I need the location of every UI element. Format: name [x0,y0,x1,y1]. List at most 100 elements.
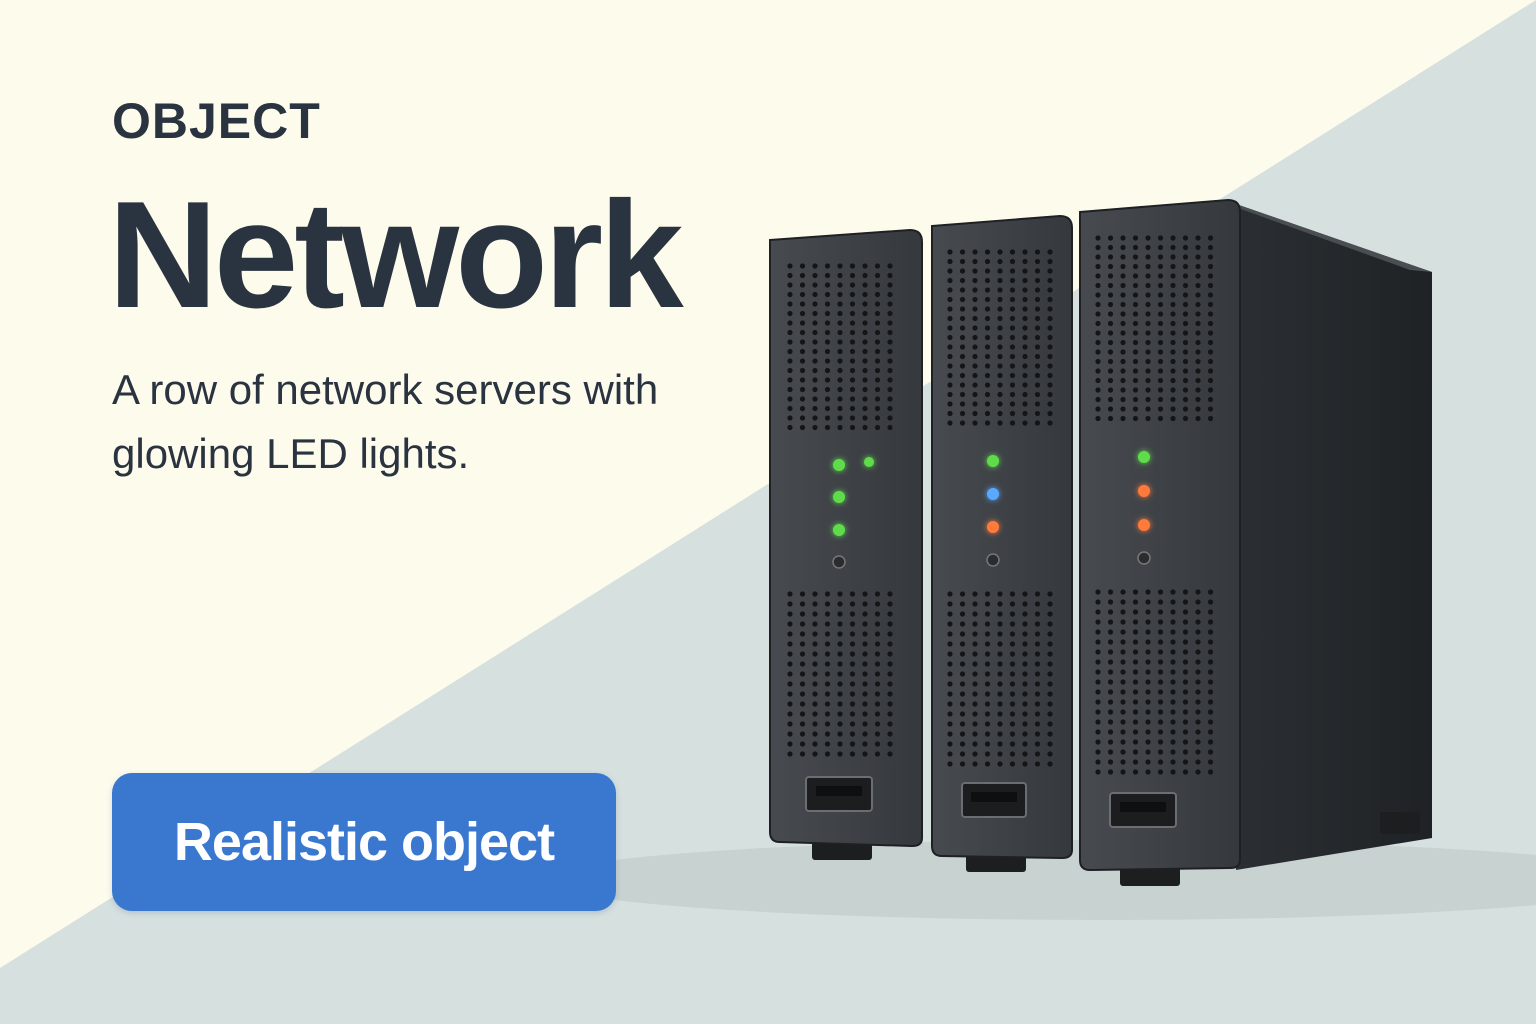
led-off [986,553,1000,567]
vent-hole [787,721,793,727]
vent-hole [1095,368,1101,374]
vent-hole [1120,349,1126,355]
vent-hole [887,611,893,617]
vent-hole [849,415,856,421]
vent-hole [1195,406,1201,412]
vent-hole [947,410,953,417]
vent-hole [1170,709,1176,715]
vent-hole [1195,669,1201,675]
vent-hole [1207,330,1214,336]
vent-hole [1170,273,1176,279]
vent-hole [824,377,831,383]
vent-hole [1095,619,1101,625]
vent-hole [1047,372,1053,379]
vent-hole [984,711,991,717]
vent-hole [1022,641,1028,647]
vent-hole [1170,739,1176,745]
vent-hole [972,681,978,687]
vent-hole [1207,769,1214,775]
vent-hole [862,671,868,677]
vent-hole [1132,254,1139,260]
vent-hole [837,741,843,747]
vent-hole [849,601,856,607]
vent-hole [887,301,893,307]
vent-hole [1120,699,1126,705]
vent-hole [972,382,978,388]
vent-hole [1095,669,1101,675]
vent-hole [1195,589,1201,595]
vent-hole [1207,415,1214,422]
vent-hole [824,320,831,326]
vent-hole [799,263,806,269]
vent-hole [862,320,868,326]
vent-hole [849,301,856,307]
vent-hole [787,329,793,336]
vent-hole [1170,244,1176,251]
vent-hole [1182,769,1189,775]
vent-hole [1182,368,1189,374]
vent-hole [874,377,881,383]
vent-hole [1022,731,1028,737]
vent-hole [947,721,953,727]
vent-hole [1170,759,1176,765]
vent-hole [1157,719,1164,725]
vent-hole [1145,689,1151,695]
vent-hole [1107,739,1114,745]
vent-hole [874,731,881,737]
vent-hole [1095,415,1101,422]
vent-hole [812,396,818,402]
vent-hole [1034,691,1041,697]
vent-hole [849,591,856,597]
vent-hole [1034,410,1041,417]
vent-hole [972,731,978,737]
vent-hole [1195,659,1201,665]
vent-hole [947,621,953,627]
vent-hole [1047,711,1053,717]
vent-hole [787,301,793,307]
vent-hole [1047,382,1053,388]
vent-hole [1009,751,1016,757]
vent-hole [1009,296,1016,303]
vent-hole [837,358,843,364]
vent-hole [972,631,978,637]
vent-hole [1132,679,1139,685]
vent-hole [972,611,978,617]
vent-hole [997,420,1003,426]
vent-hole [1095,358,1101,365]
page-title: Network [108,170,684,340]
vent-hole [1120,254,1126,260]
vent-hole [1095,589,1101,595]
vent-hole [799,310,806,317]
vent-hole [837,671,843,677]
vent-hole [947,711,953,717]
vent-hole [887,291,893,298]
vent-hole [1195,235,1201,241]
vent-hole [1170,396,1176,403]
vent-hole [1195,719,1201,725]
vent-hole [1120,669,1126,675]
vent-hole [1022,751,1028,757]
vent-hole [1195,729,1201,735]
realistic-object-button[interactable]: Realistic object [112,773,616,911]
vent-hole [1095,599,1101,605]
vent-hole [959,420,966,426]
vent-hole [1132,639,1139,645]
vent-hole [1195,263,1201,270]
vent-hole [984,249,991,255]
vent-hole [862,721,868,727]
vent-hole [997,382,1003,388]
vent-hole [874,671,881,677]
vent-hole [812,751,818,757]
vent-hole [812,671,818,677]
vent-hole [972,391,978,398]
vent-hole [1170,349,1176,355]
vent-hole [997,287,1003,293]
vent-hole [959,751,966,757]
vent-hole [1009,334,1016,341]
vent-hole [1195,759,1201,765]
vent-hole [787,386,793,393]
vent-hole [1095,749,1101,755]
vent-hole [887,367,893,374]
vent-hole [1207,629,1214,635]
vent-hole [1207,273,1214,279]
